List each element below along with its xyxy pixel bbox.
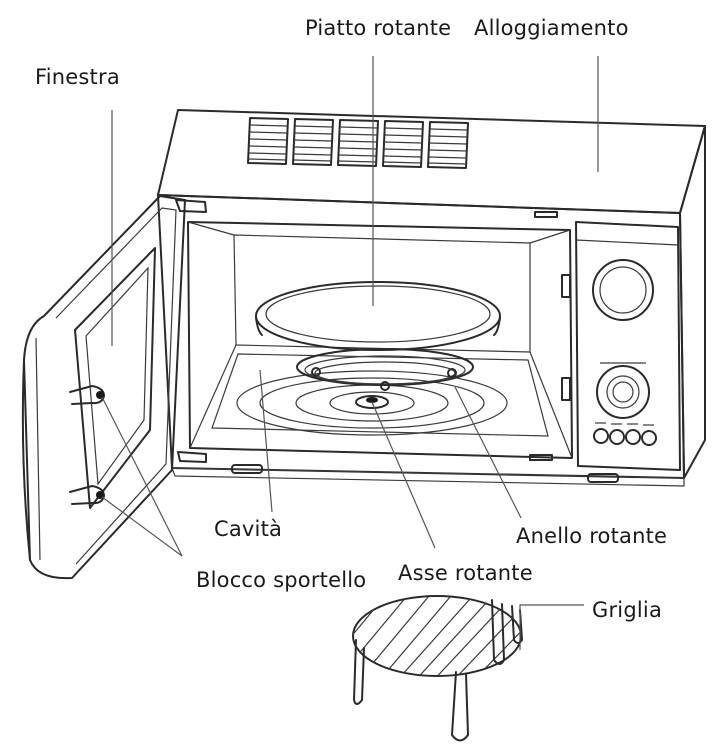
label-anello-rotante: Anello rotante [516, 526, 667, 547]
leader-blocco-sportello-lower [102, 497, 182, 556]
top-vents [248, 118, 468, 168]
cavity-opening [188, 222, 572, 458]
cavity [176, 200, 572, 462]
rack [340, 590, 548, 741]
label-cavita: Cavità [214, 519, 282, 540]
label-asse-rotante: Asse rotante [398, 563, 533, 584]
latch-hole-lower [562, 378, 570, 400]
foot-right [588, 474, 618, 482]
leader-asse-rotante [372, 402, 435, 548]
control-panel [576, 222, 680, 470]
turntable-plate [256, 282, 500, 350]
timer-knob [593, 260, 653, 320]
door-latch-upper [70, 386, 104, 404]
housing-front-frame [158, 195, 684, 478]
rack-wires [340, 590, 548, 684]
frame-slot-top [535, 212, 557, 217]
latch-hole-upper [562, 275, 570, 297]
vent-4 [383, 121, 423, 167]
power-knob [597, 366, 649, 418]
function-buttons [594, 423, 656, 445]
door-window [86, 268, 148, 484]
vent-2 [293, 119, 333, 165]
door-latch-lower [70, 486, 104, 504]
leader-griglia [520, 605, 584, 650]
vent-5 [428, 122, 468, 168]
label-blocco-sportello: Blocco sportello [196, 570, 366, 591]
housing-base [172, 468, 684, 486]
vent-3 [338, 120, 378, 166]
label-piatto-rotante: Piatto rotante [305, 18, 451, 39]
label-alloggiamento: Alloggiamento [474, 18, 629, 39]
hinge-top [176, 200, 206, 212]
leader-cavita [260, 370, 272, 512]
rack-leg-front [452, 672, 468, 741]
door-window-frame [75, 248, 155, 508]
label-griglia: Griglia [592, 600, 662, 621]
leader-anello-rotante [455, 387, 521, 518]
cavity-back-wall [234, 235, 530, 352]
vent-1 [248, 118, 288, 164]
label-finestra: Finestra [35, 67, 120, 88]
hinge-bottom [178, 452, 206, 462]
